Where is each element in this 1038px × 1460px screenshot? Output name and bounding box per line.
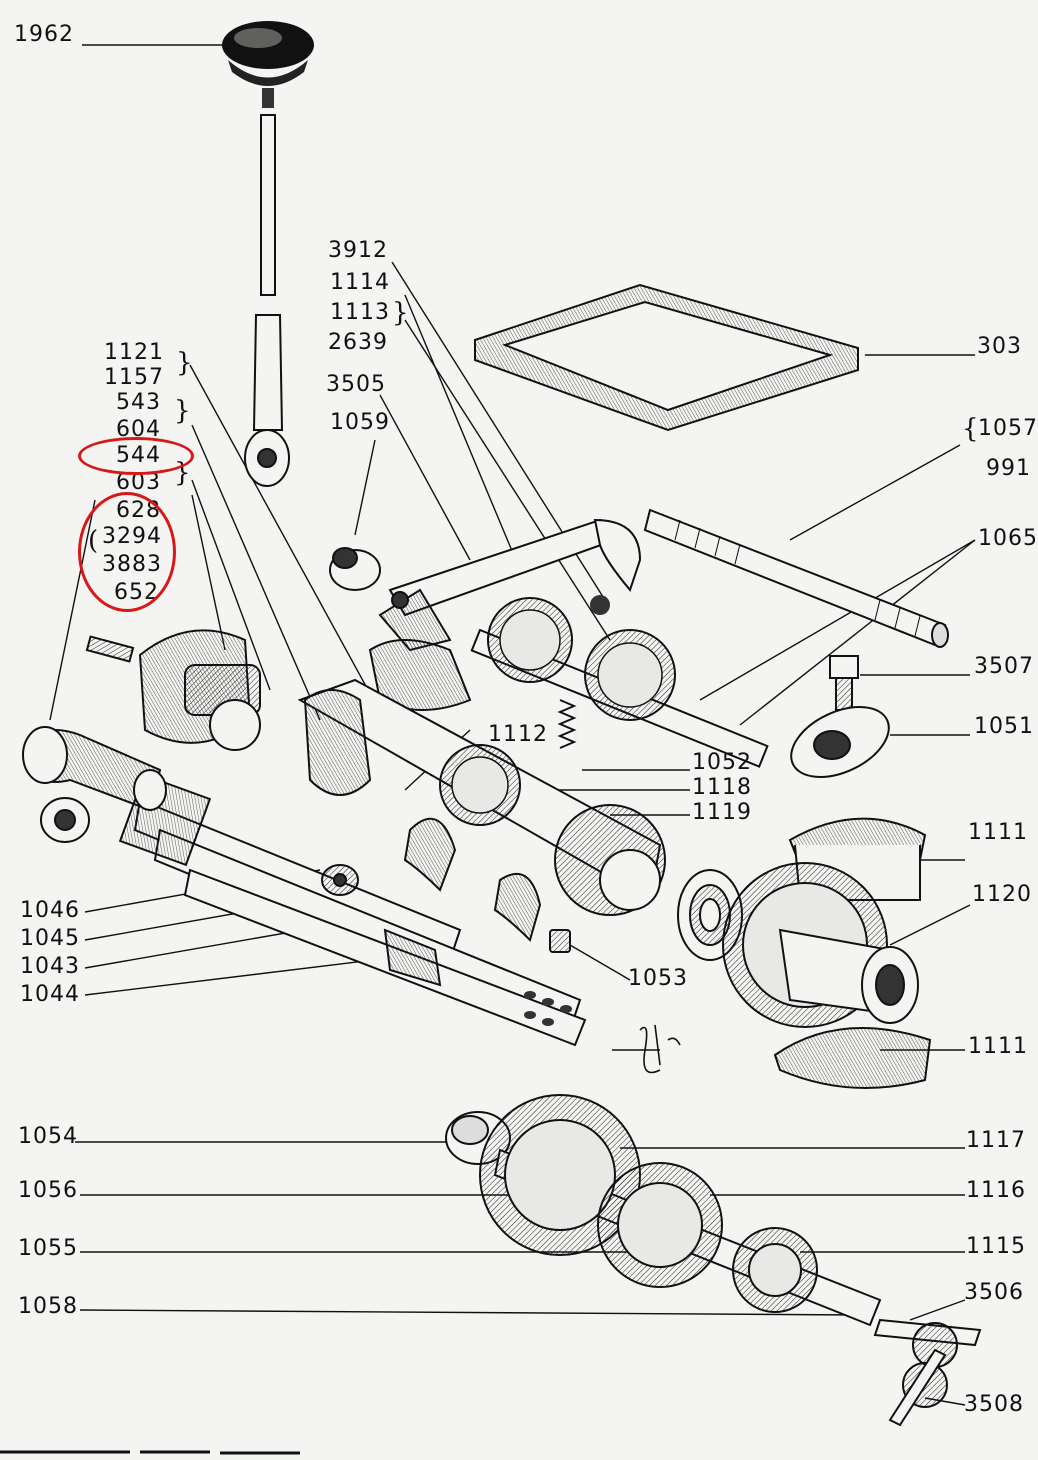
bracket-1057-991: { (962, 414, 979, 444)
label-1112: 1112 (488, 722, 548, 747)
bracket-1121-1157: } (176, 348, 193, 378)
bottom-rule (0, 1450, 300, 1455)
label-1054: 1054 (18, 1124, 78, 1149)
highlight-ellipse-628-652 (78, 492, 176, 612)
label-1111-upper: 1111 (968, 820, 1028, 845)
label-3508: 3508 (964, 1392, 1024, 1417)
lower-gear-cluster (445, 1094, 982, 1427)
bracket-1113-2639: } (392, 298, 409, 328)
artist-signature (612, 1024, 681, 1074)
label-1045: 1045 (20, 926, 80, 951)
label-3912: 3912 (328, 238, 388, 263)
flange-1051 (790, 706, 890, 778)
selector-fork-bar (378, 518, 642, 652)
label-2639: 2639 (328, 330, 388, 355)
bolt-3507 (829, 655, 859, 711)
gear-knob (222, 21, 314, 108)
label-1053: 1053 (628, 966, 688, 991)
label-1111-lower: 1111 (968, 1034, 1028, 1059)
label-1113: 1113 (330, 300, 390, 325)
label-1119: 1119 (692, 800, 752, 825)
label-1157: 1157 (104, 365, 164, 390)
label-1114: 1114 (330, 270, 390, 295)
selector-shaft (643, 508, 949, 648)
label-1065: 1065 (978, 526, 1038, 551)
label-1046: 1046 (20, 898, 80, 923)
label-3507: 3507 (974, 654, 1034, 679)
plug-1053 (549, 929, 571, 953)
gear-lever-rod (244, 114, 290, 487)
bushing-1059 (329, 547, 381, 591)
label-1052: 1052 (692, 750, 752, 775)
label-1058: 1058 (18, 1294, 78, 1319)
label-1059: 1059 (330, 410, 390, 435)
label-303: 303 (977, 334, 1022, 359)
label-543: 543 (116, 390, 161, 415)
label-1117: 1117 (966, 1128, 1026, 1153)
label-1121: 1121 (104, 340, 164, 365)
label-991: 991 (986, 456, 1031, 481)
label-1118: 1118 (692, 775, 752, 800)
label-1120: 1120 (972, 882, 1032, 907)
highlight-ellipse-544 (78, 437, 194, 475)
label-1115: 1115 (966, 1234, 1026, 1259)
spring-1052 (557, 699, 577, 749)
label-1116: 1116 (966, 1178, 1026, 1203)
main-shaft (297, 678, 666, 916)
label-1051: 1051 (974, 714, 1034, 739)
cover-gasket-frame (474, 283, 859, 432)
label-1056: 1056 (18, 1178, 78, 1203)
label-1962: 1962 (14, 22, 74, 47)
label-3505: 3505 (326, 372, 386, 397)
lever-link (22, 635, 167, 843)
label-1043: 1043 (20, 954, 80, 979)
bearing-housing (138, 629, 472, 751)
label-1055: 1055 (18, 1236, 78, 1261)
label-1044: 1044 (20, 982, 80, 1007)
big-gear-assembly (722, 817, 932, 1089)
bracket-543-604: } (174, 396, 191, 426)
label-3506: 3506 (964, 1280, 1024, 1305)
upper-gear-cluster (470, 595, 769, 768)
label-1057: 1057 (978, 416, 1038, 441)
